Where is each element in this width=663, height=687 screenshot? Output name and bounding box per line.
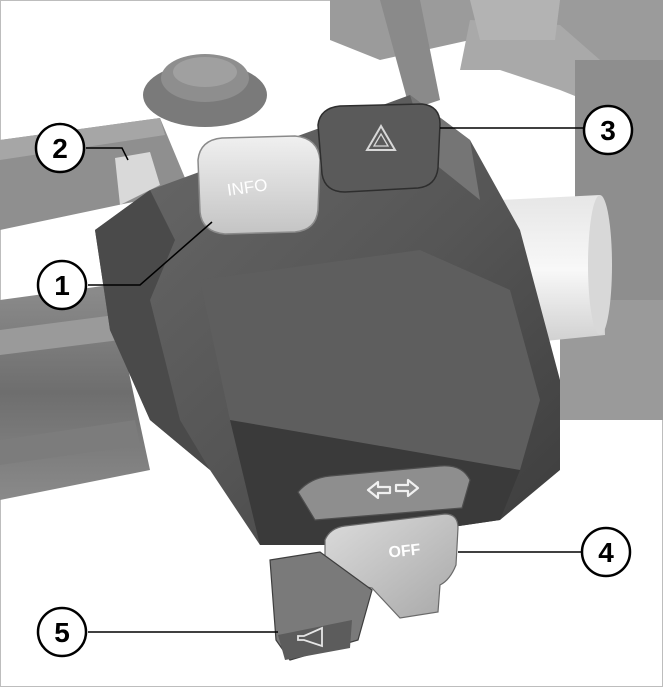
callout-5-number: 5 xyxy=(54,617,70,648)
turn-indicator-arrows-icon xyxy=(366,478,420,500)
callout-2-number: 2 xyxy=(52,133,68,164)
hazard-triangle-icon xyxy=(365,124,397,151)
callout-1: 1 xyxy=(36,259,88,311)
horn-button[interactable] xyxy=(269,551,373,661)
hazard-warning-button[interactable] xyxy=(317,103,441,193)
callout-1-number: 1 xyxy=(54,270,70,301)
callout-5: 5 xyxy=(36,606,88,658)
callout-4-number: 4 xyxy=(598,537,614,568)
turn-indicator-rocker[interactable] xyxy=(297,465,471,521)
callout-leaders xyxy=(86,127,584,633)
leader-line-2 xyxy=(86,147,129,161)
callout-3: 3 xyxy=(582,104,634,156)
callout-3-number: 3 xyxy=(600,115,616,146)
horn-icon xyxy=(297,626,323,648)
callout-2: 2 xyxy=(34,122,86,174)
leader-line-1 xyxy=(88,221,213,286)
reservoir-cap xyxy=(143,54,267,127)
info-button[interactable]: INFO xyxy=(197,135,321,235)
callout-4: 4 xyxy=(580,526,632,578)
headlight-flasher[interactable] xyxy=(115,152,160,205)
off-switch-label: OFF xyxy=(388,541,422,561)
